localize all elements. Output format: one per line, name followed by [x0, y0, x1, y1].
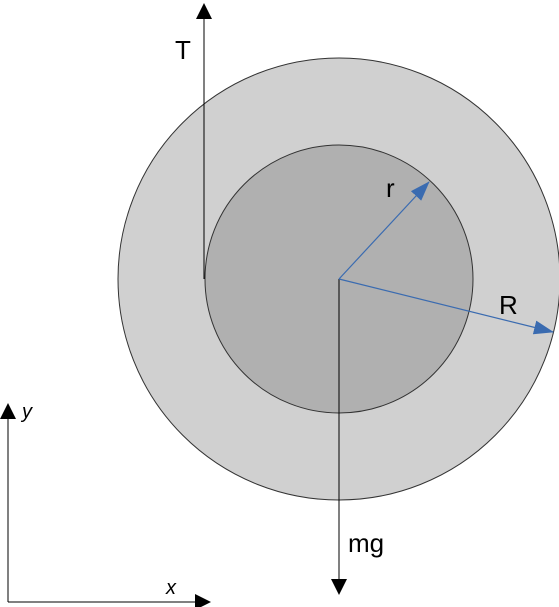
x-axis-label: x — [165, 577, 177, 599]
tension-label: T — [175, 35, 191, 65]
outer-radius-label: R — [499, 290, 518, 320]
inner-radius-arrow — [338, 181, 430, 280]
outer-radius-arrow — [338, 278, 554, 335]
inner-radius-label: r — [386, 173, 395, 203]
weight-label: mg — [348, 528, 384, 558]
y-axis-label: y — [20, 401, 33, 423]
